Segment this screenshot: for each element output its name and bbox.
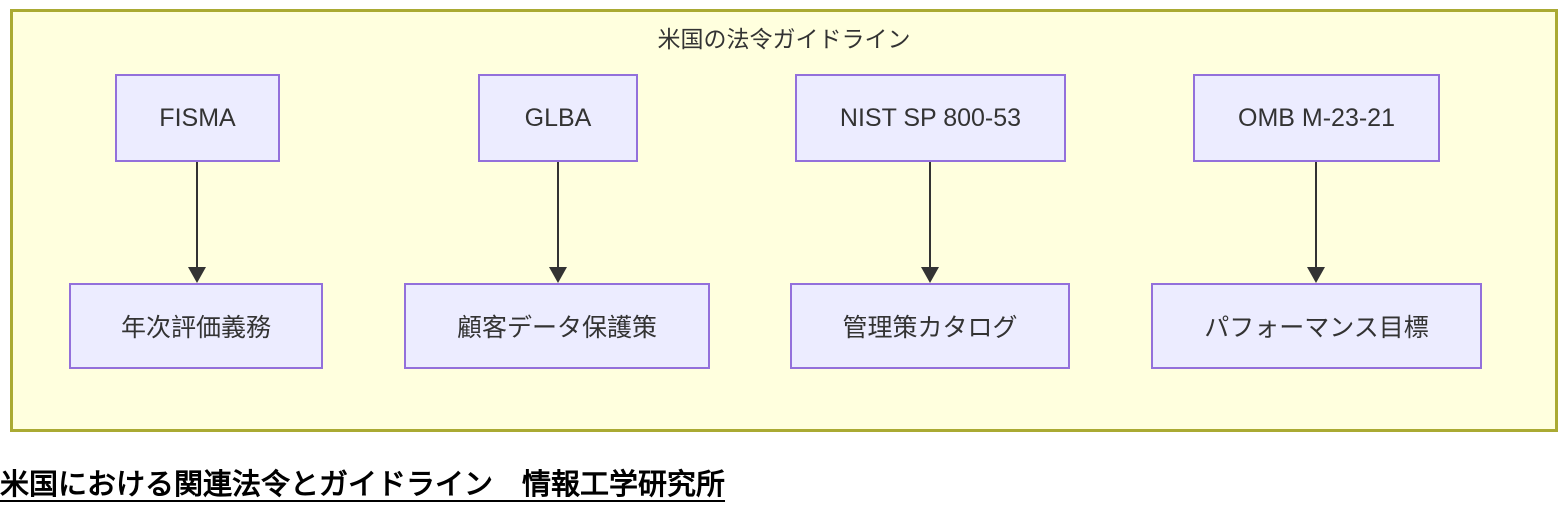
node-label: 年次評価義務 [120, 314, 271, 342]
arrow-head-icon [1307, 267, 1325, 283]
node-label: NIST SP 800-53 [839, 103, 1022, 132]
arrow-down-icon [549, 162, 567, 283]
arrow-head-icon [921, 267, 939, 283]
node-control-catalog: 管理策カタログ [790, 283, 1070, 369]
node-omb-m-23-21: OMB M-23-21 [1193, 74, 1440, 162]
node-customer-data-protection: 顧客データ保護策 [404, 283, 710, 369]
arrow-head-icon [188, 267, 206, 283]
node-label: GLBA [524, 103, 592, 132]
node-glba: GLBA [478, 74, 638, 162]
arrow-down-icon [188, 162, 206, 283]
node-label: パフォーマンス目標 [1204, 314, 1429, 342]
node-label: FISMA [159, 103, 236, 132]
node-annual-assessment: 年次評価義務 [69, 283, 323, 369]
node-label: 顧客データ保護策 [456, 314, 657, 342]
node-performance-goals: パフォーマンス目標 [1151, 283, 1482, 369]
arrow-head-icon [549, 267, 567, 283]
arrow-line [1315, 162, 1317, 268]
cluster-title: 米国の法令ガイドライン [657, 26, 911, 52]
node-nist-sp-800-53: NIST SP 800-53 [795, 74, 1066, 162]
arrow-line [557, 162, 559, 268]
arrow-down-icon [921, 162, 939, 283]
node-label: 管理策カタログ [842, 314, 1018, 342]
arrow-down-icon [1307, 162, 1325, 283]
node-label: OMB M-23-21 [1238, 103, 1395, 132]
arrow-line [196, 162, 198, 268]
figure-caption: 米国における関連法令とガイドライン 情報工学研究所 [0, 469, 726, 501]
node-fisma: FISMA [115, 74, 280, 162]
arrow-line [929, 162, 931, 268]
